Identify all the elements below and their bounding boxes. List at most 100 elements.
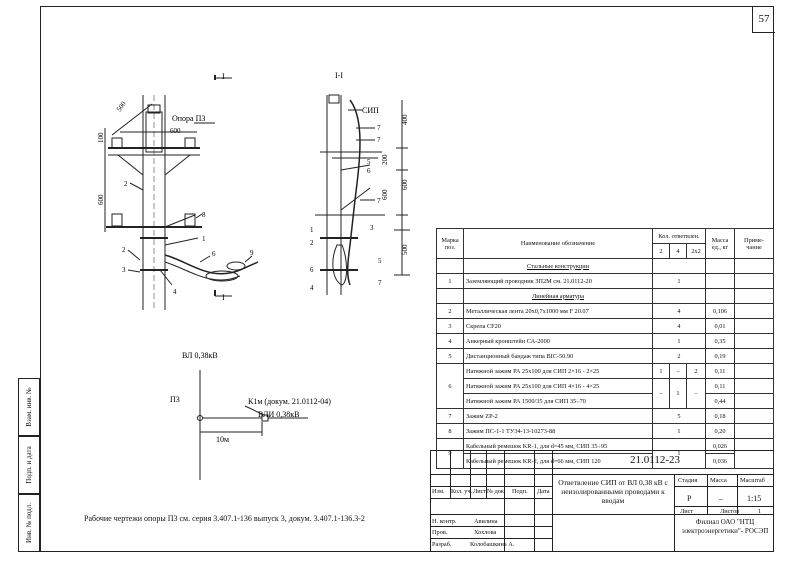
- col-date: Дата: [537, 488, 550, 495]
- scale-header: Масштаб: [740, 477, 765, 484]
- section-title: Стальные конструкции: [463, 258, 653, 274]
- dim-500: 500: [401, 244, 409, 255]
- item-label: 6: [310, 266, 314, 274]
- header-name: Наименование обозначение: [463, 228, 653, 259]
- cell-name: Заземляющий проводник ЗП2М см. 21.0112-2…: [463, 273, 653, 289]
- cell-name: Дистанционный бандаж типа BIC-50.90: [463, 348, 653, 364]
- cell-qty: 1: [669, 378, 687, 409]
- dim-100: 100: [97, 132, 105, 143]
- cell-mass: 0,44: [705, 393, 735, 409]
- item-label: 5: [367, 158, 371, 166]
- table-row: Натяжной зажим РА 25х100 для СИП 4×16 - …: [437, 378, 774, 409]
- cell-name: Анкерный кронштейн СА-2000: [463, 333, 653, 349]
- cell-name: Зажим ПС-1-1 ТУ34-13-10273-88: [463, 423, 653, 439]
- cell-mass: 0,11: [705, 378, 735, 394]
- plan-p3-label: П3: [170, 395, 180, 404]
- cell-pos: 5: [436, 348, 464, 364]
- cell-qty: 1: [652, 333, 706, 349]
- cell-qty: 1: [652, 273, 706, 289]
- section-mark-bottom: I: [222, 293, 225, 302]
- cell-mass: 0,19: [705, 348, 735, 364]
- cell-name: Натяжной зажим РА 25х100 для СИП 2×16 - …: [463, 363, 653, 379]
- item-label: 5: [378, 257, 382, 265]
- item-label: 4: [173, 288, 177, 296]
- section-view-drawing: I-I СИП 400 200 600 600 500 7 7 5 6 3 7 …: [310, 71, 410, 295]
- header-qty-2x2: 2х2: [686, 243, 706, 259]
- col-izm: Изм.: [432, 488, 445, 495]
- doc-title: Ответвление СИП от ВЛ 0,38 кВ с неизолир…: [558, 478, 668, 505]
- table-header-row: 2 4 2х2: [437, 243, 774, 259]
- cell-mass: 0,106: [705, 303, 735, 319]
- mass-header: Масса: [710, 477, 727, 484]
- dim-600-top: 600: [170, 127, 181, 135]
- dim-600-left: 600: [97, 194, 105, 205]
- cell-pos: 8: [436, 423, 464, 439]
- header-qty: Кол. ответвлен.: [652, 228, 706, 244]
- stage-value: Р: [687, 494, 692, 503]
- item-label: 6: [212, 250, 216, 258]
- plan-k1m-label: К1м (докум. 21.0112-04): [248, 397, 331, 406]
- col-list: Лист: [473, 488, 487, 495]
- cell-qty: 2: [652, 348, 706, 364]
- cell-name: Кабельный ремешок KR-2, для d=66 мм, СИП…: [463, 453, 653, 469]
- cell-mass: 0,20: [705, 423, 735, 439]
- cell-mass: 0,18: [705, 408, 735, 424]
- item-label: 9: [250, 249, 254, 257]
- item-label: 6: [367, 167, 371, 175]
- cell-qty: 1: [652, 423, 706, 439]
- header-qty-4: 4: [669, 243, 687, 259]
- cell-pos: 1: [436, 273, 464, 289]
- role-nkontr: Н. контр.: [432, 518, 457, 525]
- cell-mass: [705, 273, 735, 289]
- item-label: 7: [377, 197, 381, 205]
- role-prov: Пров.: [432, 529, 448, 536]
- plan-distance-label: 10м: [216, 435, 229, 444]
- footnote: Рабочие чертежи опоры П3 см. серия 3.407…: [84, 514, 365, 523]
- stage-header: Стадия: [678, 477, 698, 484]
- dim-500: 500: [115, 100, 128, 114]
- item-label: 1: [202, 235, 206, 243]
- cell-pos: 2: [436, 303, 464, 319]
- item-label: 1: [310, 226, 314, 234]
- cell-pos: 6: [436, 363, 464, 409]
- mass-value: –: [719, 494, 723, 503]
- plan-diagram: ВЛ 0,38кВ П3 К1м (докум. 21.0112-04) ВЛИ…: [170, 351, 331, 480]
- dim-600-a: 600: [401, 179, 409, 190]
- plan-vli-label: ВЛИ 0,38кВ: [258, 410, 299, 419]
- table-row: Кабельный ремешок KR-2, для d=66 мм, СИП…: [437, 453, 774, 469]
- page-number: 57: [752, 6, 775, 33]
- col-podp: Подп.: [512, 488, 528, 495]
- cell-name: Натяжной зажим РА 25х100 для СИП 4×16 - …: [463, 378, 653, 394]
- cell-mass: 0,036: [705, 453, 735, 469]
- name-prov: Хохлова: [474, 529, 497, 536]
- header-mass: Масса ед., кг: [705, 228, 735, 259]
- stamp-vzam-inv: Взам. инв. №: [18, 378, 40, 436]
- table-row: Стальные конструкции: [436, 258, 774, 274]
- cell-mass: 0,01: [705, 318, 735, 334]
- header-mark: Марка поз.: [436, 228, 464, 259]
- item-label: 7: [377, 136, 381, 144]
- scale-value: 1:15: [747, 494, 762, 503]
- item-label: 2: [124, 180, 128, 188]
- item-label: 8: [202, 211, 206, 219]
- cell-pos: 3: [436, 318, 464, 334]
- cell-qty: 1: [652, 363, 670, 379]
- support-label: Опора П3: [172, 114, 205, 123]
- cell-pos: 4: [436, 333, 464, 349]
- item-label: 7: [377, 124, 381, 132]
- table-row: Линейная арматура: [436, 288, 774, 304]
- specification-table: Марка поз. Наименование обозначение Кол.…: [436, 228, 774, 469]
- cell-pos: 7: [436, 408, 464, 424]
- name-nkontr: Авилина: [474, 518, 498, 525]
- item-label: 7: [378, 279, 382, 287]
- sip-label: СИП: [362, 106, 379, 115]
